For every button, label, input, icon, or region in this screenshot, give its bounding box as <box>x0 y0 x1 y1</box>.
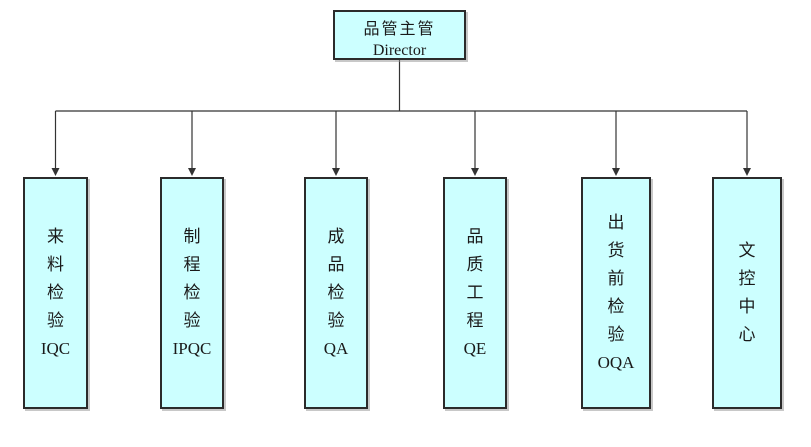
dept-title-char: 验 <box>183 311 201 330</box>
dept-title-char: 检 <box>607 297 625 316</box>
arrowhead-down-icon <box>471 168 479 176</box>
org-node-qe: 品质工程 QE <box>443 177 507 409</box>
dept-title-char: 料 <box>47 255 64 274</box>
dept-title-char: 前 <box>607 269 625 288</box>
dept-title-char: 品 <box>466 227 484 246</box>
dept-title-char: 检 <box>327 283 345 302</box>
org-node-ipqc: 制程检验 IPQC <box>160 177 224 409</box>
dept-title-char: 验 <box>327 311 345 330</box>
dept-title-char: 工 <box>466 283 484 302</box>
org-node-oqa: 出货前检验 OQA <box>581 177 651 409</box>
dept-title-char: 文 <box>738 241 756 260</box>
org-node-qa: 成品检验 QA <box>304 177 368 409</box>
arrowhead-down-icon <box>743 168 751 176</box>
dept-title-char: 验 <box>607 325 625 344</box>
org-node-iqc: 来料检验 IQC <box>23 177 88 409</box>
dept-title-char: 心 <box>738 325 756 344</box>
arrowhead-down-icon <box>332 168 340 176</box>
dept-title-char: 成 <box>327 227 345 246</box>
dept-acronym: IPQC <box>172 339 212 358</box>
arrowhead-down-icon <box>612 168 620 176</box>
dept-title-char: 质 <box>466 255 484 274</box>
dept-title-char: 检 <box>47 283 64 302</box>
root-subtitle: Director <box>372 42 427 59</box>
root-title: 品管主管 <box>363 21 436 38</box>
dept-title-char: 检 <box>183 283 201 302</box>
org-node-director: 品管主管 Director <box>333 10 466 60</box>
dept-title-char: 制 <box>183 227 201 246</box>
org-node-doc-control: 文控中心 <box>712 177 782 409</box>
dept-title-char: 中 <box>738 297 756 316</box>
dept-acronym: QA <box>323 339 349 358</box>
dept-title-char: 来 <box>47 227 64 246</box>
dept-title-char: 程 <box>183 255 201 274</box>
dept-title-char: 程 <box>466 311 484 330</box>
dept-acronym: IQC <box>40 339 71 358</box>
dept-title-char: 出 <box>607 213 625 232</box>
arrowhead-down-icon <box>51 168 60 176</box>
dept-acronym: OQA <box>597 353 635 372</box>
dept-title-char: 验 <box>47 311 64 330</box>
dept-title-char: 品 <box>327 255 345 274</box>
dept-title-char: 货 <box>607 241 625 260</box>
arrowhead-down-icon <box>188 168 196 176</box>
dept-title-char: 控 <box>738 269 756 288</box>
dept-acronym: QE <box>463 339 487 358</box>
